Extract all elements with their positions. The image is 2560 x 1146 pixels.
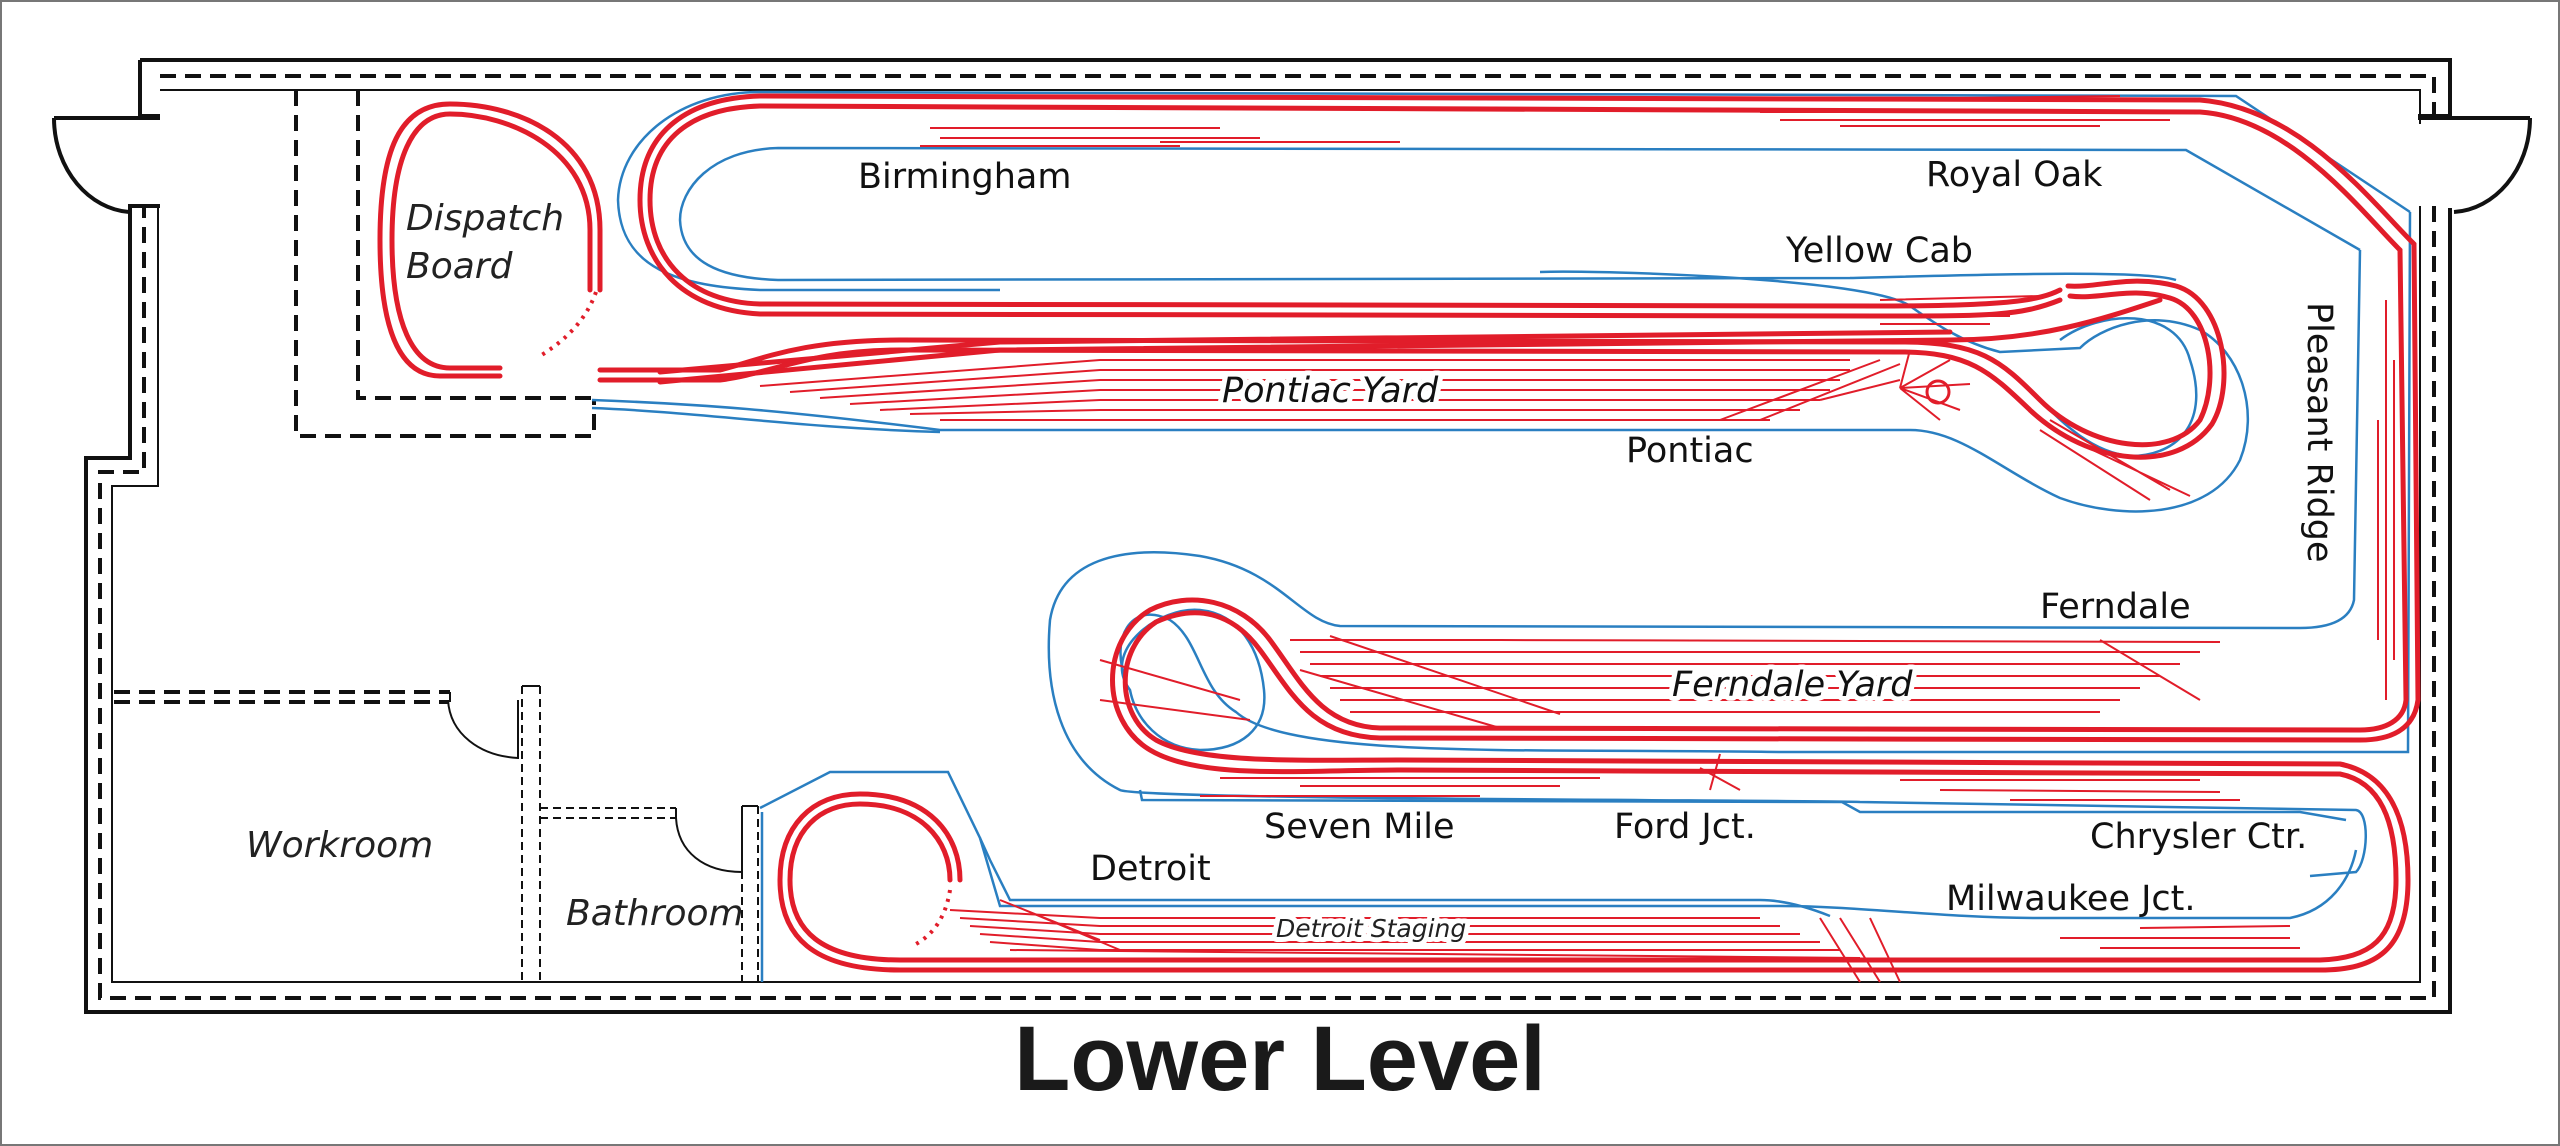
ferndale-label: Ferndale: [2040, 587, 2191, 627]
detroit-staging-label: Detroit Staging: [1276, 914, 1466, 943]
chrysler-ctr-label: Chrysler Ctr.: [2090, 817, 2307, 857]
yellow-cab-label: Yellow Cab: [1785, 231, 1973, 271]
bathroom-walls: [540, 805, 759, 982]
seven-mile-label: Seven Mile: [1264, 807, 1454, 847]
ferndale-yard-label: Ferndale Yard: [1672, 665, 1913, 705]
detroit-loop-track-end: [914, 889, 952, 946]
pontiac-label: Pontiac: [1626, 431, 1754, 471]
left-doorway: [52, 116, 160, 214]
right-doorway: [2420, 116, 2532, 214]
bathroom-label: Bathroom: [566, 893, 744, 934]
workroom-label: Workroom: [246, 825, 433, 866]
milwaukee-jct-label: Milwaukee Jct.: [1946, 879, 2196, 919]
dispatch-board-label-line1: Dispatch: [406, 198, 564, 239]
page-title: Lower Level: [1014, 1008, 1546, 1110]
pleasant-ridge-label: Pleasant Ridge: [2299, 302, 2339, 563]
dispatch-loop-track-end: [538, 291, 598, 358]
pontiac-yard-label: Pontiac Yard: [1222, 371, 1439, 411]
detroit-label: Detroit: [1090, 849, 1211, 889]
royal-oak-label: Royal Oak: [1926, 155, 2103, 195]
dispatch-enclosure: [294, 90, 596, 438]
ford-jct-label: Ford Jct.: [1614, 807, 1756, 847]
workroom-walls: [114, 685, 541, 982]
yard-tracks: [759, 95, 2395, 983]
birmingham-label: Birmingham: [858, 157, 1071, 197]
pontiac-turntable: [1925, 379, 1951, 405]
dispatch-board-label-line2: Board: [406, 246, 514, 287]
